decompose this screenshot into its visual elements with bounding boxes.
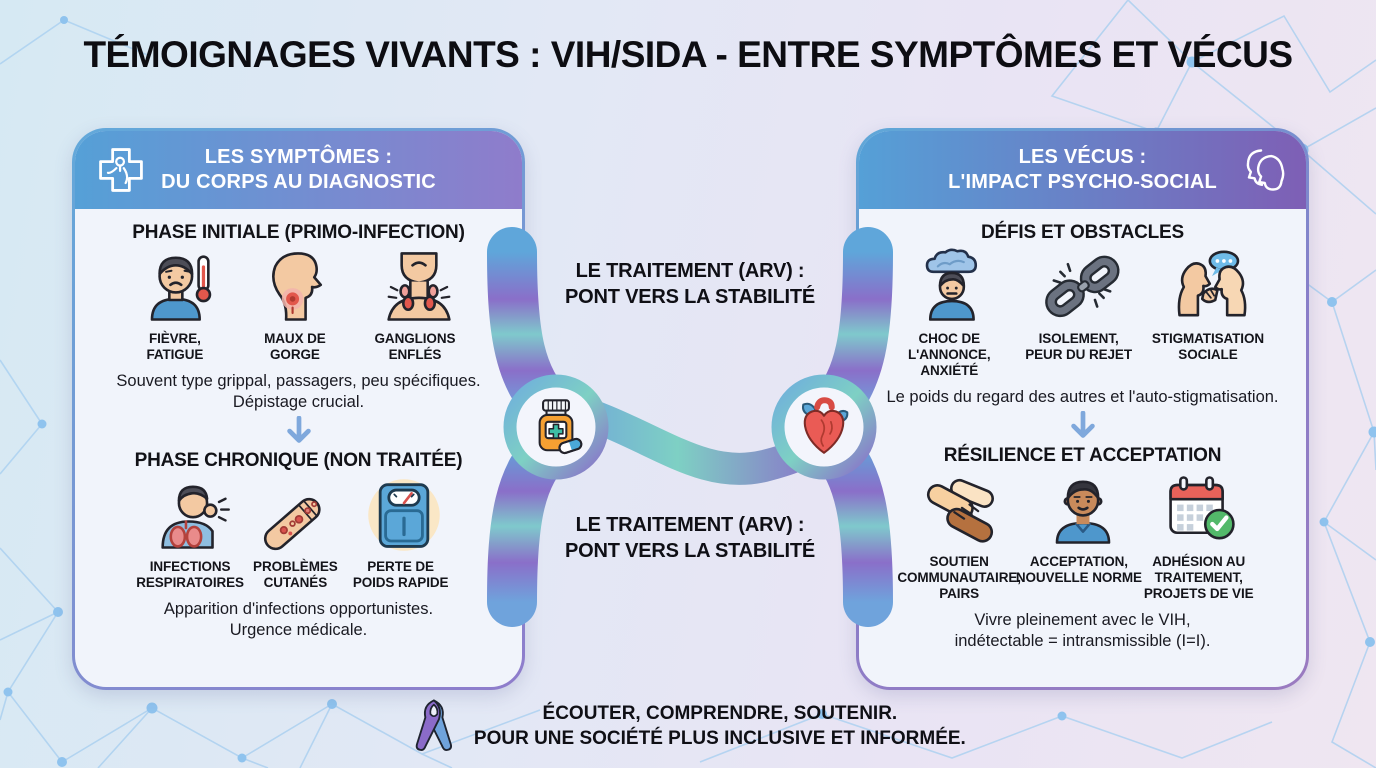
treatment-label-bottom: LE TRAITEMENT (ARV) : PONT VERS LA STABI… xyxy=(564,514,816,562)
section-heading: PHASE CHRONIQUE (NON TRAITÉE) xyxy=(134,450,463,472)
experience-item: CHOC DE L'ANNONCE, ANXIÉTÉ xyxy=(888,248,1017,379)
symptom-item: INFECTIONS RESPIRATOIRES xyxy=(136,476,246,591)
lived-experience-panel: LES VÉCUS : L'IMPACT PSYCHO-SOCIAL DÉFIS… xyxy=(856,128,1309,690)
experience-item: ACCEPTATION, NOUVELLE NORME xyxy=(1016,471,1143,602)
item-label: ADHÉSION AU TRAITEMENT, PROJETS DE VIE xyxy=(1143,553,1254,601)
item-label: ACCEPTATION, NOUVELLE NORME xyxy=(1015,553,1142,585)
awareness-ribbon-icon xyxy=(410,697,458,755)
section-note: Le poids du regard des autres et l'auto-… xyxy=(886,387,1279,406)
section-note: Apparition d'infections opportunistes. U… xyxy=(163,599,434,640)
item-label: FIÈVRE, FATIGUE xyxy=(146,331,204,362)
lived-experience-panel-header: LES VÉCUS : L'IMPACT PSYCHO-SOCIAL xyxy=(859,131,1306,209)
section-heading: DÉFIS ET OBSTACLES xyxy=(981,222,1184,243)
phase-chronique-section: PHASE CHRONIQUE (NON TRAITÉE) xyxy=(135,450,463,641)
section-note: Souvent type grippal, passagers, peu spé… xyxy=(116,371,481,411)
clasped-hands-icon xyxy=(924,471,1002,549)
down-arrow-icon xyxy=(1066,410,1100,443)
medical-cross-icon xyxy=(95,144,147,201)
symptoms-panel-title: LES SYMPTÔMES : DU CORPS AU DIAGNOSTIC xyxy=(161,146,436,193)
anxiety-cloud-person-icon xyxy=(914,248,992,326)
swollen-glands-icon xyxy=(380,248,458,326)
symptom-item: FIÈVRE, FATIGUE xyxy=(118,248,238,363)
symptoms-panel: LES SYMPTÔMES : DU CORPS AU DIAGNOSTIC P… xyxy=(72,128,525,690)
item-label: PROBLÈMES CUTANÉS xyxy=(253,559,338,590)
broken-chain-icon xyxy=(1043,248,1121,326)
phase-initiale-section: PHASE INITIALE (PRIMO-INFECTION) xyxy=(112,222,484,413)
sore-throat-icon xyxy=(259,248,337,326)
weight-scale-icon xyxy=(365,476,443,554)
item-label: SOUTIEN COMMUNAUTAIRE, PAIRS xyxy=(897,553,1021,601)
down-arrow-icon xyxy=(282,416,316,448)
item-label: INFECTIONS RESPIRATOIRES xyxy=(136,559,244,590)
experience-item: ADHÉSION AU TRAITEMENT, PROJETS DE VIE xyxy=(1142,471,1262,602)
calm-person-icon xyxy=(1044,471,1122,549)
symptom-item: GANGLIONS ENFLÉS xyxy=(359,248,479,363)
fever-fatigue-icon xyxy=(139,248,217,326)
symptom-item: PROBLÈMES CUTANÉS xyxy=(246,476,351,591)
anatomical-heart-icon xyxy=(793,396,855,458)
item-label: STIGMATISATION SOCIALE xyxy=(1151,331,1264,362)
section-note: Vivre pleinement avec le VIH, indétectab… xyxy=(954,610,1211,650)
two-heads-icon xyxy=(1236,144,1288,201)
section-heading: RÉSILIENCE ET ACCEPTATION xyxy=(943,444,1222,466)
respiratory-infection-icon xyxy=(154,476,232,554)
experience-item: STIGMATISATION SOCIALE xyxy=(1147,248,1276,379)
item-label: MAUX DE GORGE xyxy=(264,331,326,362)
experience-item: ISOLEMENT, PEUR DU REJET xyxy=(1018,248,1147,379)
lived-experience-panel-title: LES VÉCUS : L'IMPACT PSYCHO-SOCIAL xyxy=(948,146,1217,193)
item-label: PERTE DE POIDS RAPIDE xyxy=(352,559,449,590)
treatment-label-top: LE TRAITEMENT (ARV) : PONT VERS LA STABI… xyxy=(564,260,816,308)
symptom-item: PERTE DE POIDS RAPIDE xyxy=(351,476,456,591)
item-label: CHOC DE L'ANNONCE, ANXIÉTÉ xyxy=(908,331,991,378)
pill-bottle-icon xyxy=(525,396,587,458)
section-heading: PHASE INITIALE (PRIMO-INFECTION) xyxy=(132,222,465,243)
footer: ÉCOUTER, COMPRENDRE, SOUTENIR. POUR UNE … xyxy=(0,697,1376,755)
experience-item: SOUTIEN COMMUNAUTAIRE, PAIRS xyxy=(897,471,1023,602)
resilience-section: RÉSILIENCE ET ACCEPTATION SOUTIEN COMMUN… xyxy=(897,445,1268,652)
item-label: ISOLEMENT, PEUR DU REJET xyxy=(1025,331,1132,362)
footer-message: ÉCOUTER, COMPRENDRE, SOUTENIR. POUR UNE … xyxy=(473,702,966,749)
defis-obstacles-section: DÉFIS ET OBSTACLES xyxy=(882,222,1282,408)
whisper-stigma-icon xyxy=(1173,248,1251,326)
page-title: TÉMOIGNAGES VIVANTS : VIH/SIDA - ENTRE S… xyxy=(83,34,1293,75)
calendar-check-icon xyxy=(1163,471,1241,549)
skin-problems-icon xyxy=(260,476,338,554)
symptom-item: MAUX DE GORGE xyxy=(238,248,358,363)
item-label: GANGLIONS ENFLÉS xyxy=(374,331,456,362)
symptoms-panel-header: LES SYMPTÔMES : DU CORPS AU DIAGNOSTIC xyxy=(75,131,522,209)
